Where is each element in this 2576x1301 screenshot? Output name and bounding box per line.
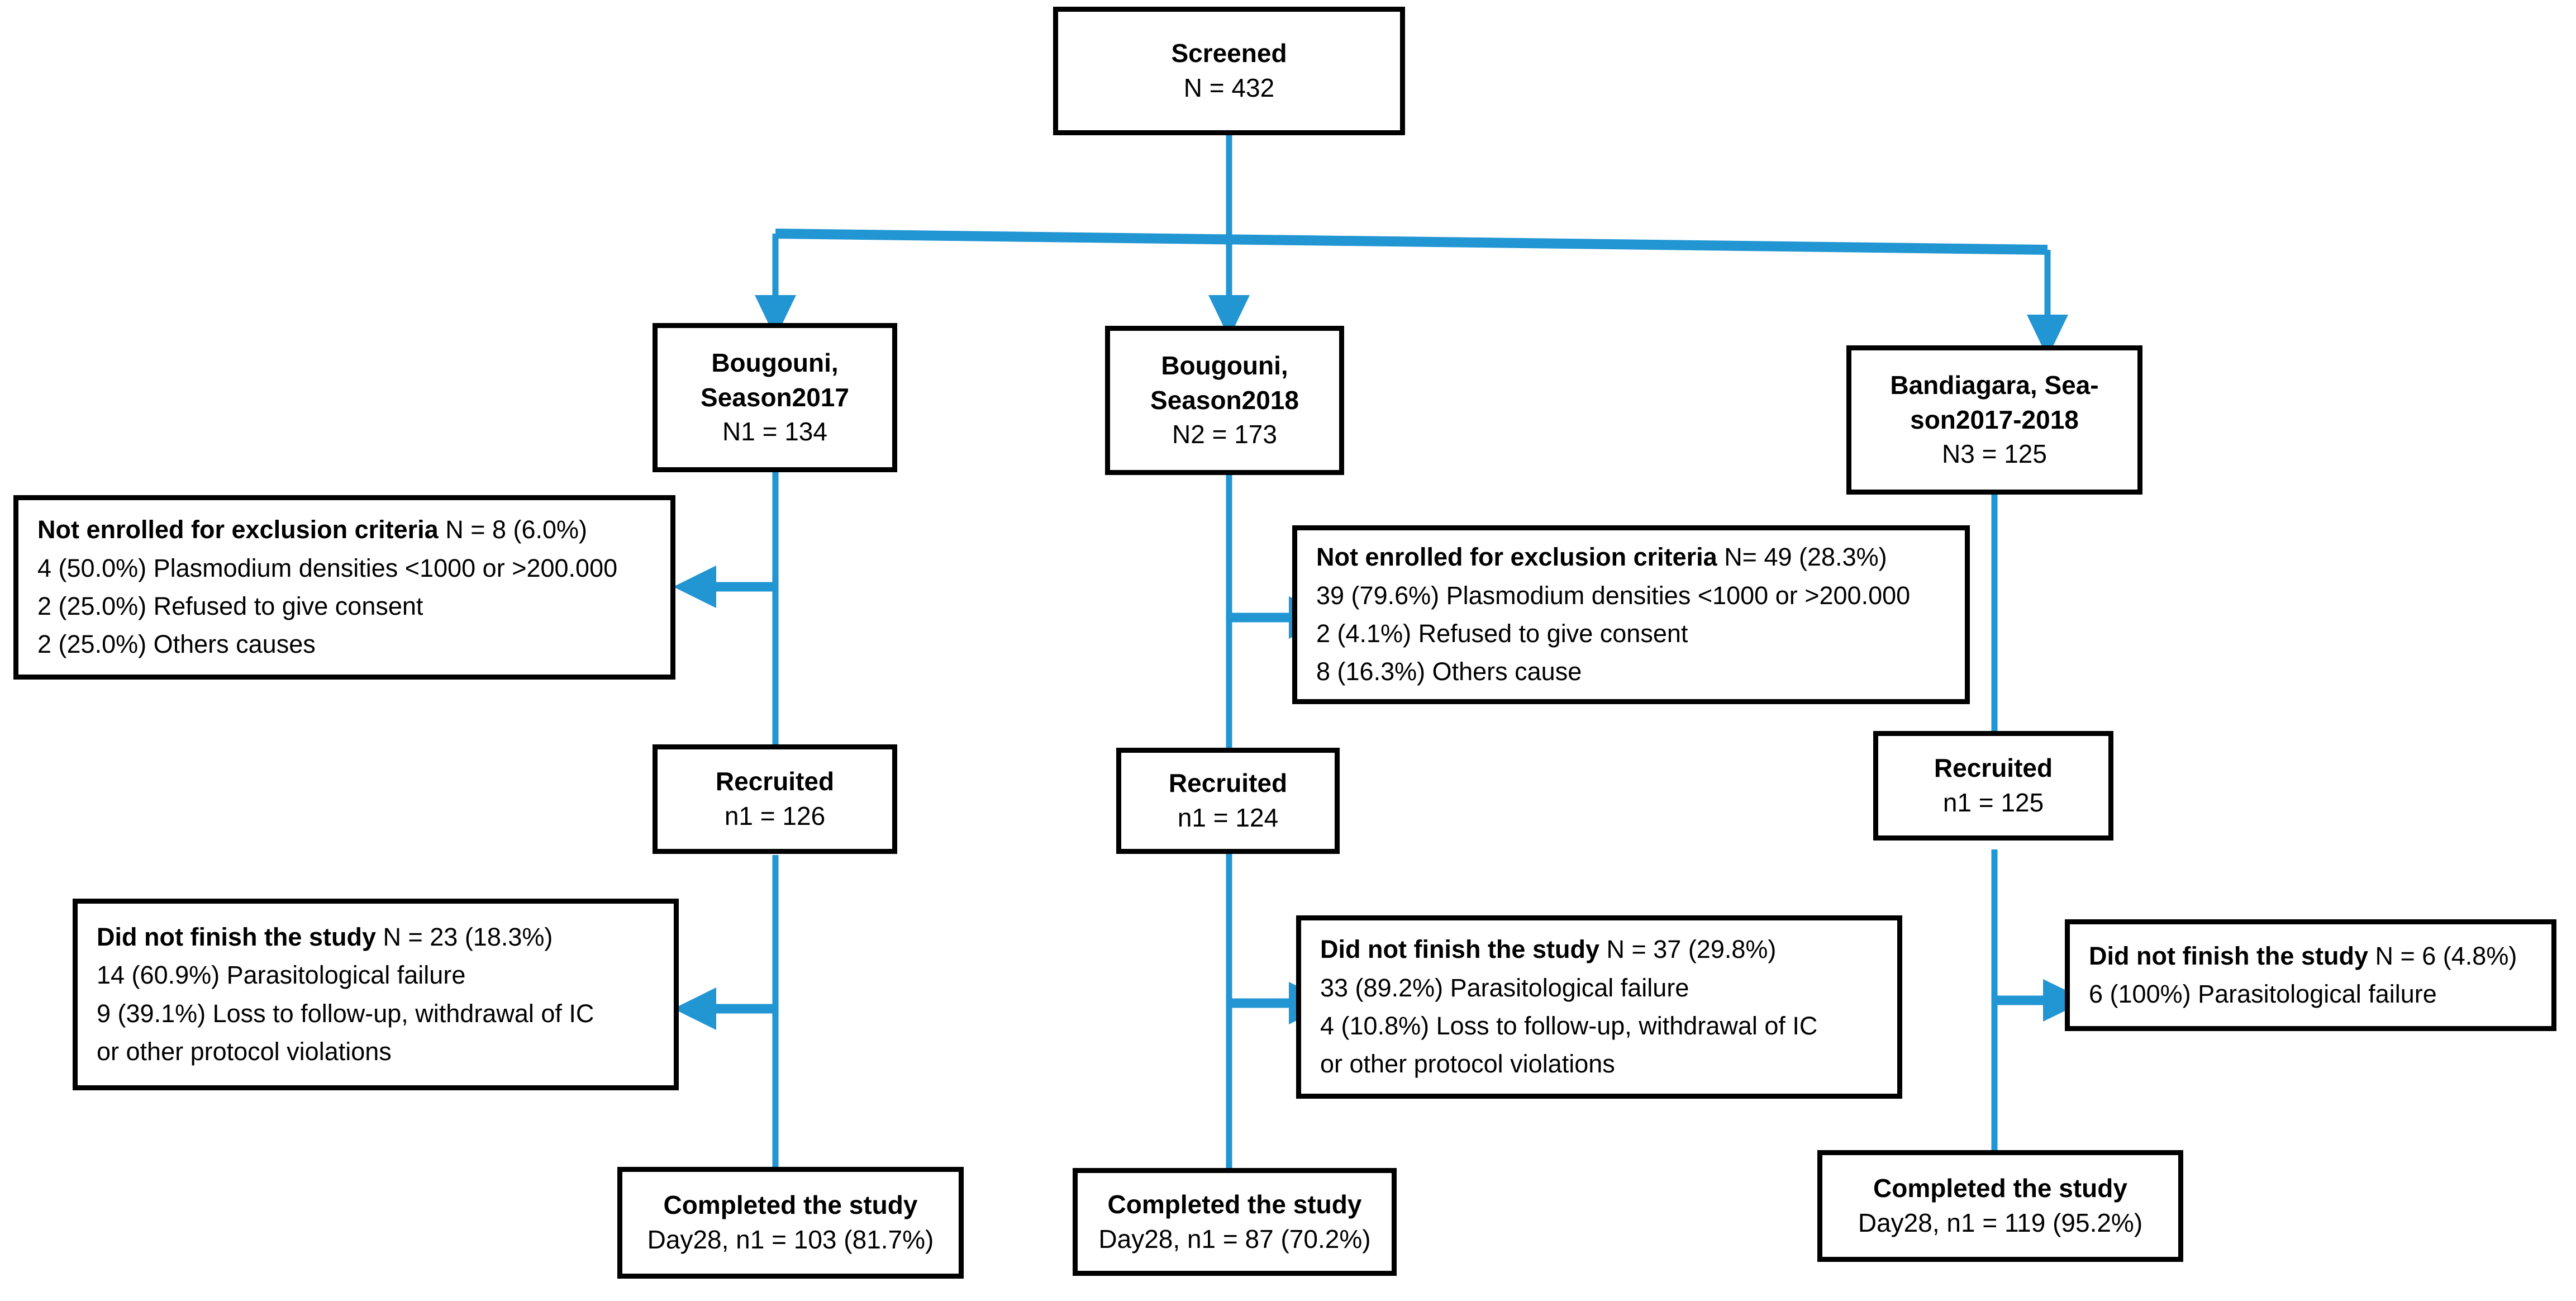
dropout3-header-value: N = 6 (4.8%) [2375, 941, 2517, 970]
exclusion2-reason-2: 2 (4.1%) Refused to give consent [1316, 619, 1688, 648]
recruited3-title: Recruited [1934, 753, 2053, 783]
node-completed-bougouni-2017: Completed the study Day28, n1 = 103 (81.… [617, 1167, 964, 1279]
dropout1-header: Did not finish the study N = 23 (18.3%) [78, 918, 553, 956]
arrowhead-arm1-dropout [673, 987, 716, 1030]
arm1-site-line2: Season2017 [701, 382, 849, 412]
arm3-site-line1: Bandiagara, Sea- [1890, 371, 2099, 400]
link-distributor-bar [775, 229, 2048, 255]
dropout3-header: Did not finish the study N = 6 (4.8%) [2070, 937, 2517, 975]
node-completed-bougouni-2018: Completed the study Day28, n1 = 87 (70.2… [1073, 1168, 1397, 1276]
recruited3-count: n1 = 125 [1942, 788, 2044, 817]
completed3-title: Completed the study [1873, 1174, 2127, 1203]
node-recruited-bougouni-2017: Recruited n1 = 126 [653, 744, 897, 854]
node-dropout-bougouni-2017: Did not finish the study N = 23 (18.3%) … [73, 899, 679, 1090]
exclusion1-header-value: N = 8 (6.0%) [445, 515, 588, 544]
recruited2-count: n1 = 124 [1177, 803, 1279, 832]
exclusion2-header-value: N= 49 (28.3%) [1724, 543, 1887, 572]
arm1-site-line1: Bougouni, [711, 348, 839, 378]
dropout2-header-bold: Did not finish the study [1320, 935, 1599, 964]
dropout1-header-value: N = 23 (18.3%) [383, 922, 553, 951]
screened-count: N = 432 [1183, 73, 1275, 102]
node-exclusion-bougouni-2017: Not enrolled for exclusion criteria N = … [13, 495, 675, 680]
node-completed-bandiagara: Completed the study Day28, n1 = 119 (95.… [1817, 1150, 2183, 1262]
node-recruited-bandiagara: Recruited n1 = 125 [1873, 731, 2113, 841]
arm3-count: N3 = 125 [1942, 439, 2047, 469]
node-arm-bougouni-2018: Bougouni, Season2018 N2 = 173 [1105, 326, 1344, 475]
dropout2-reason-3: or other protocol violations [1320, 1050, 1615, 1079]
dropout3-reason-1: 6 (100%) Parasitological failure [2089, 980, 2437, 1008]
screened-title: Screened [1171, 39, 1287, 68]
dropout2-reason-1: 33 (89.2%) Parasitological failure [1320, 973, 1689, 1002]
exclusion2-header-bold: Not enrolled for exclusion criteria [1316, 543, 1717, 572]
recruited2-title: Recruited [1168, 768, 1288, 798]
node-arm-bougouni-2017: Bougouni, Season2017 N1 = 134 [653, 323, 897, 472]
exclusion2-reason-1: 39 (79.6%) Plasmodium densities <1000 or… [1316, 581, 1911, 610]
arm1-count: N1 = 134 [722, 417, 827, 447]
dropout2-reason-2: 4 (10.8%) Loss to follow-up, withdrawal … [1320, 1012, 1818, 1040]
completed2-count: Day28, n1 = 87 (70.2%) [1098, 1224, 1371, 1253]
exclusion1-header: Not enrolled for exclusion criteria N = … [18, 511, 587, 549]
dropout3-header-bold: Did not finish the study [2089, 941, 2368, 970]
recruited1-count: n1 = 126 [724, 801, 826, 830]
dropout1-reason-2: 9 (39.1%) Loss to follow-up, withdrawal … [97, 999, 594, 1028]
arrowhead-arm1-exclusion [673, 566, 716, 608]
exclusion1-reason-1: 4 (50.0%) Plasmodium densities <1000 or … [37, 553, 618, 582]
recruited1-title: Recruited [715, 767, 835, 796]
completed3-count: Day28, n1 = 119 (95.2%) [1858, 1208, 2143, 1237]
arm2-count: N2 = 173 [1172, 420, 1277, 449]
exclusion1-header-bold: Not enrolled for exclusion criteria [37, 515, 439, 544]
exclusion1-reason-3: 2 (25.0%) Others causes [37, 630, 316, 659]
completed1-title: Completed the study [663, 1190, 918, 1220]
arm2-site-line1: Bougouni, [1161, 351, 1288, 381]
completed2-title: Completed the study [1107, 1189, 1362, 1219]
exclusion2-header: Not enrolled for exclusion criteria N= 4… [1297, 538, 1887, 576]
node-arm-bandiagara: Bandiagara, Sea- son2017-2018 N3 = 125 [1846, 345, 2142, 495]
dropout1-reason-1: 14 (60.9%) Parasitological failure [97, 961, 466, 990]
completed1-count: Day28, n1 = 103 (81.7%) [647, 1225, 934, 1254]
dropout1-reason-3: or other protocol violations [97, 1037, 392, 1066]
arm2-site-line2: Season2018 [1150, 385, 1299, 415]
dropout2-header: Did not finish the study N = 37 (29.8%) [1301, 930, 1776, 968]
exclusion2-reason-3: 8 (16.3%) Others cause [1316, 657, 1582, 686]
node-screened: Screened N = 432 [1053, 7, 1405, 135]
dropout1-header-bold: Did not finish the study [97, 922, 376, 951]
dropout2-header-value: N = 37 (29.8%) [1606, 935, 1777, 964]
exclusion1-reason-2: 2 (25.0%) Refused to give consent [37, 592, 423, 620]
node-dropout-bougouni-2018: Did not finish the study N = 37 (29.8%) … [1296, 915, 1902, 1099]
node-recruited-bougouni-2018: Recruited n1 = 124 [1116, 748, 1340, 854]
node-dropout-bandiagara: Did not finish the study N = 6 (4.8%) 6 … [2065, 919, 2556, 1031]
arm3-site-line2: son2017-2018 [1910, 405, 2079, 434]
node-exclusion-bougouni-2018: Not enrolled for exclusion criteria N= 4… [1292, 525, 1970, 704]
